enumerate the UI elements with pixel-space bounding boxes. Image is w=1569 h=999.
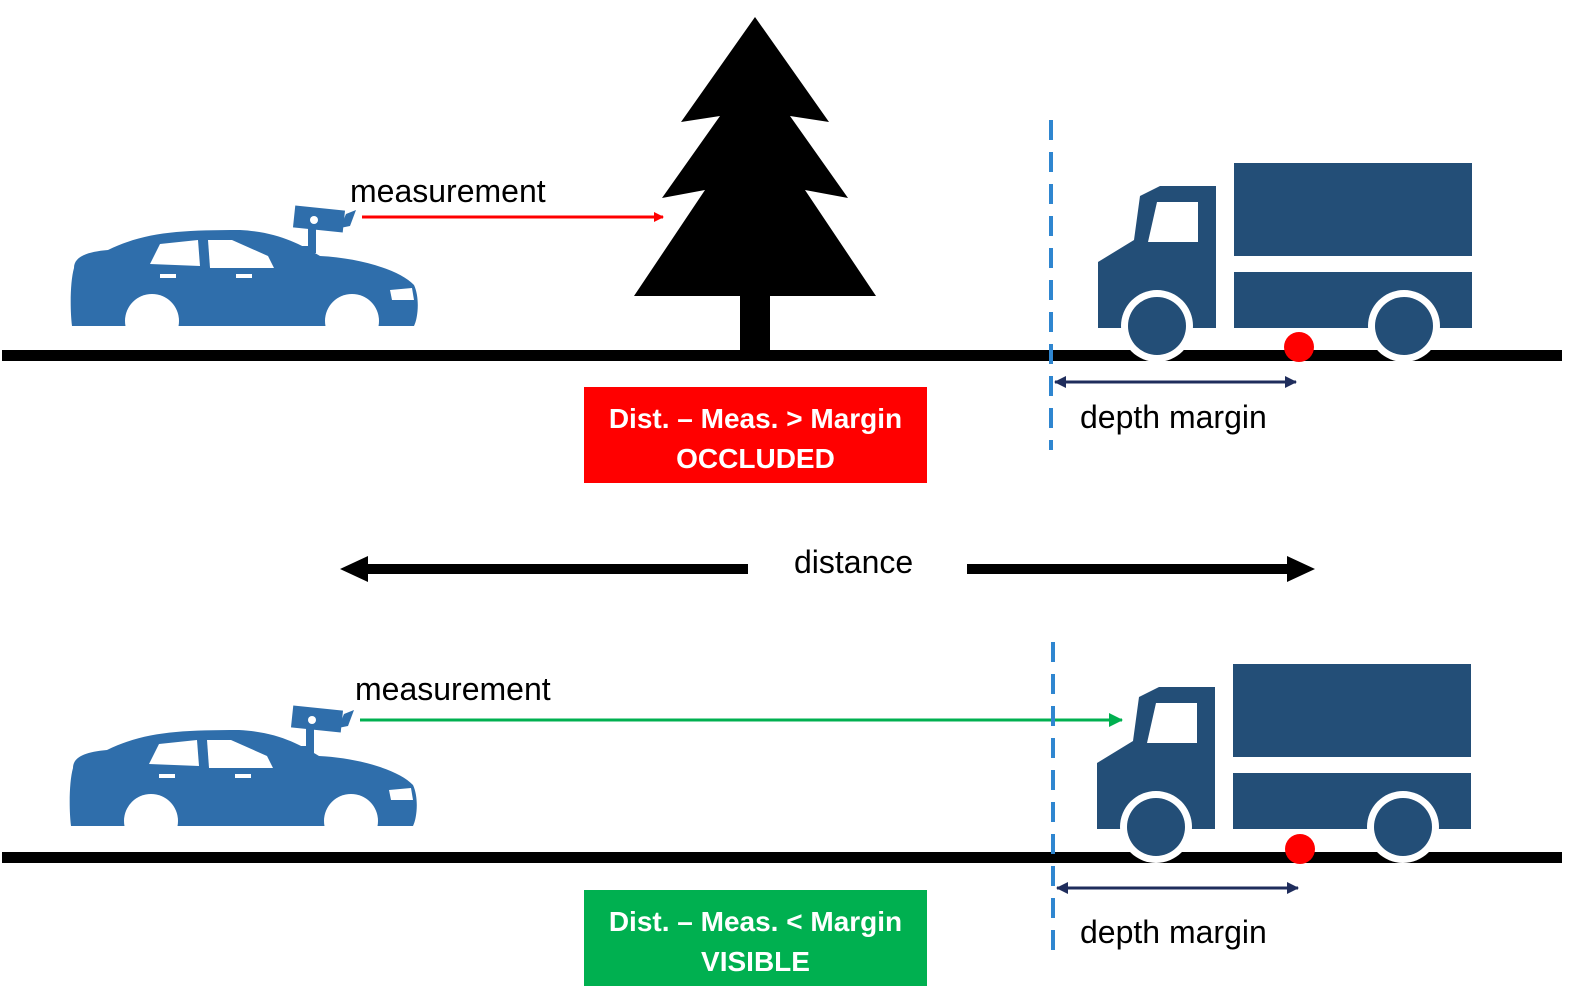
ground-line-bottom xyxy=(2,852,1562,863)
status-box-occluded: Dist. – Meas. > Margin OCCLUDED xyxy=(584,387,927,483)
target-point-top xyxy=(1284,332,1314,362)
car-icon xyxy=(70,230,418,348)
ground-line-top xyxy=(2,350,1562,361)
depth-margin-label-bottom: depth margin xyxy=(1080,914,1267,950)
car-icon xyxy=(69,730,417,848)
depth-margin-label-top: depth margin xyxy=(1080,399,1267,435)
status-result-visible: VISIBLE xyxy=(701,946,810,977)
measurement-label-bottom: measurement xyxy=(355,671,551,707)
status-condition-occluded: Dist. – Meas. > Margin xyxy=(608,403,903,434)
distance-arrow-left xyxy=(340,556,748,582)
status-result-occluded: OCCLUDED xyxy=(676,443,835,474)
tree-icon xyxy=(634,17,876,354)
distance-label: distance xyxy=(794,544,913,580)
camera-icon xyxy=(290,205,356,253)
truck-icon xyxy=(1098,163,1472,362)
camera-icon xyxy=(288,705,354,753)
distance-arrow-right xyxy=(967,556,1315,582)
bottom-scene: measurement depth margin xyxy=(2,642,1562,962)
status-condition-visible: Dist. – Meas. < Margin xyxy=(608,906,903,937)
measurement-label-top: measurement xyxy=(350,173,546,209)
truck-icon xyxy=(1097,664,1471,863)
distance-indicator: distance xyxy=(340,544,1315,582)
top-scene: measurement depth margin xyxy=(2,17,1562,450)
target-point-bottom xyxy=(1285,834,1315,864)
status-box-visible: Dist. – Meas. < Margin VISIBLE xyxy=(584,890,927,986)
